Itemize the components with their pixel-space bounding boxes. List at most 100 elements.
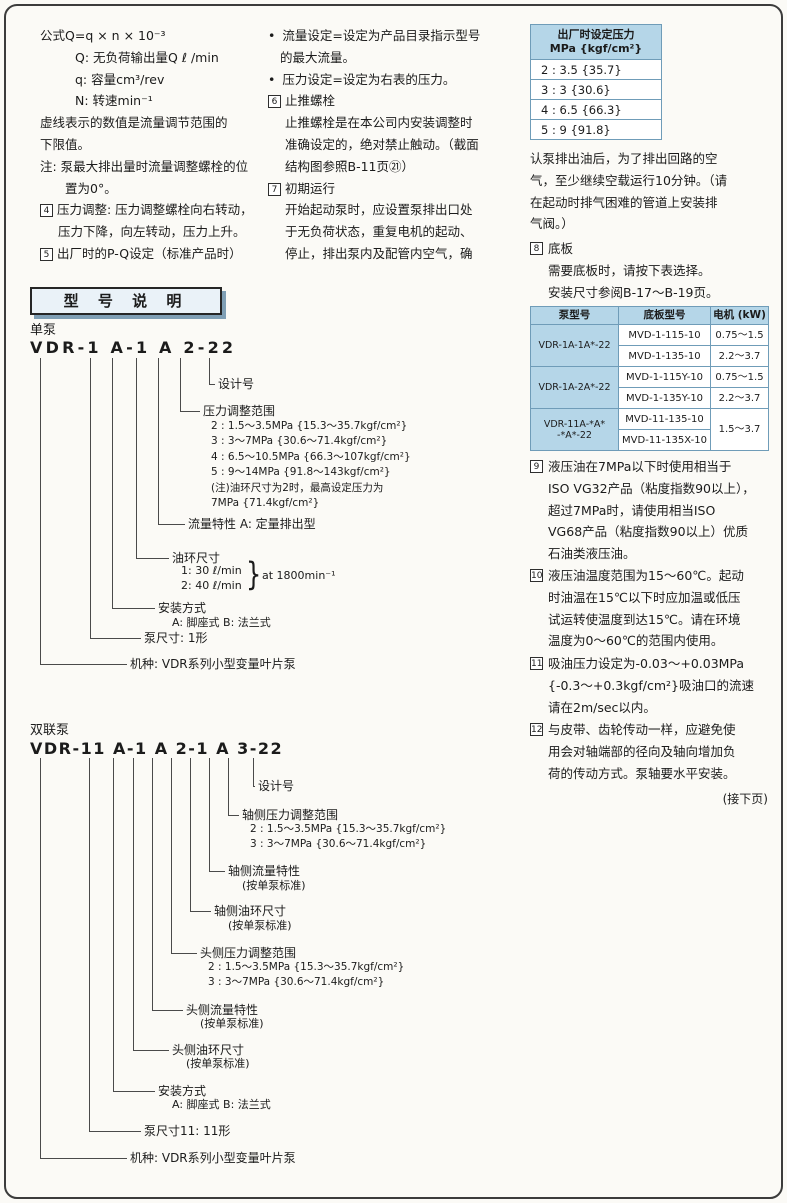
factory-pressure-header-line1: 出厂时设定压力	[557, 28, 635, 41]
table-row: 泵型号 底板型号 电机 (kW)	[530, 306, 769, 325]
double-shaft-pressure-label: 轴侧压力调整范围	[242, 808, 339, 822]
item11-suction-pressure: 11 吸油压力设定为-0.03～+0.03MPa {-0.3～+0.3kgf/c…	[530, 653, 778, 718]
item5-marker: 5	[40, 247, 53, 261]
board-model-cell: MVD-1-135-10	[618, 345, 711, 367]
air-bleed-line1: 认泵排出油后，为了排出回路的空	[530, 151, 718, 166]
double-pump-label: 双联泵	[30, 723, 70, 738]
table-row: VDR-1A-1A*-22 MVD-1-115-10 0.75～1.5	[530, 324, 769, 367]
item11-line2: {-0.3～+0.3kgf/cm²}吸油口的流速	[548, 677, 754, 693]
pressure-row-4: 4 : 6.5 {66.3}	[530, 99, 662, 120]
single-size-label: 泵尺寸: 1形	[144, 631, 208, 645]
item6-marker: 6	[268, 95, 281, 109]
item10-line3: 试运转使温度到达15℃。请在环境	[548, 611, 741, 627]
baseplate-table: 泵型号 底板型号 电机 (kW) VDR-1A-1A*-22 MVD-1-115…	[530, 306, 769, 451]
item8-marker: 8	[530, 242, 543, 255]
item9-line5: 石油类液压油。	[548, 546, 636, 562]
item7-title-line: 7 初期运行	[268, 178, 516, 200]
item5-text: 出厂时的P-Q设定（标准产品时）	[57, 245, 242, 261]
air-bleed-paragraph: 认泵排出油后，为了排出回路的空 气，至少继续空载运行10分钟。（请 在起动时排气…	[530, 148, 778, 235]
item9-hydraulic-oil: 9 液压油在7MPa以下时使用相当于 ISO VG32产品（粘度指数90以上），…	[530, 456, 778, 565]
board-model-cell: MVD-1-135Y-10	[618, 387, 711, 409]
item12-marker: 12	[530, 723, 543, 736]
item9-line2: ISO VG32产品（粘度指数90以上），	[548, 480, 755, 496]
formula-line: 公式Q=q × n × 10⁻³	[40, 28, 166, 43]
item10-line1: 液压油温度范围为15～60℃。起动	[548, 568, 744, 583]
baseplate-header-pump: 泵型号	[530, 306, 619, 325]
pressure-option: 2 : 1.5～3.5MPa {15.3～35.7kgf/cm²}	[250, 823, 447, 835]
double-shaft-flow-note: (按单泵标准)	[242, 879, 306, 892]
double-callout-line-head-oil	[133, 758, 169, 1051]
board-model-cell: MVD-1-115Y-10	[618, 366, 711, 388]
item6-line3: 结构图参照B-11页㉑）	[285, 158, 414, 174]
item7-line3: 停止，排出泵内及配管内空气，确	[285, 245, 473, 261]
table-row: 5 : 9 {91.8}	[530, 119, 662, 140]
item8-baseplate: 8 底板 需要底板时，请按下表选择。 安装尺寸参阅B-17～B-19页。	[530, 238, 778, 303]
single-callout-line-series	[40, 358, 127, 665]
table-row: 3 : 3 {30.6}	[530, 79, 662, 100]
formula-def-speed: N: 转速min⁻¹	[75, 93, 153, 109]
item10-line2: 时油温在15℃以下时应加温或低压	[548, 589, 741, 605]
item7-title: 初期运行	[285, 180, 336, 196]
item7-marker: 7	[268, 182, 281, 196]
item9-line3: 超过7MPa时，请使用相当ISO	[548, 502, 716, 518]
item6-line1: 止推螺栓是在本公司内安装调整时	[285, 115, 473, 131]
double-design-label: 设计号	[258, 779, 295, 793]
double-callout-line-series	[40, 758, 127, 1159]
item9-marker: 9	[530, 460, 543, 473]
pressure-option: 3 : 3～7MPa {30.6～71.4kgf/cm²}	[250, 838, 427, 851]
pressure-option: 4 : 6.5～10.5MPa {66.3～107kgf/cm²}	[211, 450, 411, 463]
oil-ring-brace: }	[246, 555, 262, 593]
air-bleed-line3: 在起动时排气困难的管道上安装排	[530, 194, 718, 210]
factory-pressure-header: 出厂时设定压力 MPa {kgf/cm²}	[530, 24, 662, 60]
model-section-title: 型 号 说 明	[30, 287, 222, 315]
board-model-cell: MVD-11-135X-10	[618, 429, 711, 451]
single-oil-ring-label: 油环尺寸	[172, 551, 221, 565]
single-pump-code: VDR-1 A-1 A 2-22	[30, 338, 237, 357]
double-callout-line-shaft-flow	[209, 758, 225, 872]
pump-model-cell: VDR-1A-1A*-22	[530, 324, 619, 367]
air-bleed-line2: 气，至少继续空载运行10分钟。（请	[530, 172, 728, 188]
pressure-row-2: 2 : 3.5 {35.7}	[530, 59, 662, 80]
single-pressure-label: 压力调整范围	[203, 404, 276, 418]
single-callout-line-flow	[158, 358, 185, 525]
item5-line: 5 出厂时的P-Q设定（标准产品时）	[40, 243, 268, 265]
pressure-setting-line: 压力设定=设定为右表的压力。	[268, 69, 516, 91]
formula-def-capacity: q: 容量cm³/rev	[75, 71, 165, 87]
item9-line4: VG68产品（粘度指数90以上）优质	[548, 524, 749, 540]
baseplate-header-motor: 电机 (kW)	[710, 306, 769, 325]
oil-ring-at-note: at 1800min⁻¹	[262, 569, 336, 582]
double-callout-line-shaft-pressure	[228, 758, 239, 816]
next-page-note: (接下页)	[722, 792, 768, 806]
double-callout-line-shaft-oil	[190, 758, 211, 912]
column-middle: 流量设定=设定为产品目录指示型号 的最大流量。 压力设定=设定为右表的压力。 6…	[268, 25, 516, 265]
double-mounting-label: 安装方式	[158, 1084, 207, 1098]
board-model-cell: MVD-1-115-10	[618, 324, 711, 346]
pressure-note-line1: (注)油环尺寸为2时，最高设定压力为	[211, 481, 384, 494]
motor-cell: 0.75～1.5	[710, 366, 769, 388]
double-shaft-oil-note: (按单泵标准)	[228, 919, 292, 932]
item4-text: 压力调整: 压力调整螺栓向右转动，	[57, 202, 253, 218]
note-line2: 置为0°。	[65, 180, 117, 196]
item11-line1: 吸油压力设定为-0.03～+0.03MPa	[548, 656, 745, 671]
item11-marker: 11	[530, 657, 543, 670]
pump-model-line2: -*A*-22	[557, 429, 592, 441]
single-series-label: 机种: VDR系列小型变量叶片泵	[130, 657, 296, 671]
pressure-row-5: 5 : 9 {91.8}	[530, 119, 662, 140]
double-callout-line-size	[89, 758, 141, 1132]
factory-pressure-table: 出厂时设定压力 MPa {kgf/cm²} 2 : 3.5 {35.7} 3 :…	[530, 24, 662, 140]
item10-oil-temperature: 10 液压油温度范围为15～60℃。起动 时油温在15℃以下时应加温或低压 试运…	[530, 565, 778, 652]
double-shaft-oil-label: 轴侧油环尺寸	[214, 904, 287, 918]
item7-line2: 于无负荷状态，重复电机的起动、	[285, 224, 473, 240]
formula-def-output: Q: 无负荷输出量Q ℓ /min	[75, 49, 219, 65]
item8-title: 底板	[548, 241, 574, 256]
single-callout-line-oil-ring	[136, 358, 169, 559]
flow-setting-line1: 流量设定=设定为产品目录指示型号	[268, 25, 516, 47]
double-size-label: 泵尺寸11: 11形	[144, 1124, 231, 1138]
item12-line3: 荷的传动方式。泵轴要水平安装。	[548, 765, 736, 781]
table-row: MVD-1-135-10 2.2～3.7	[531, 345, 769, 367]
pump-model-cell: VDR-11A-*A* -*A*-22	[530, 408, 619, 451]
factory-pressure-header-line2: MPa {kgf/cm²}	[549, 42, 643, 55]
motor-cell: 2.2～3.7	[710, 387, 769, 409]
motor-cell: 2.2～3.7	[710, 345, 769, 367]
